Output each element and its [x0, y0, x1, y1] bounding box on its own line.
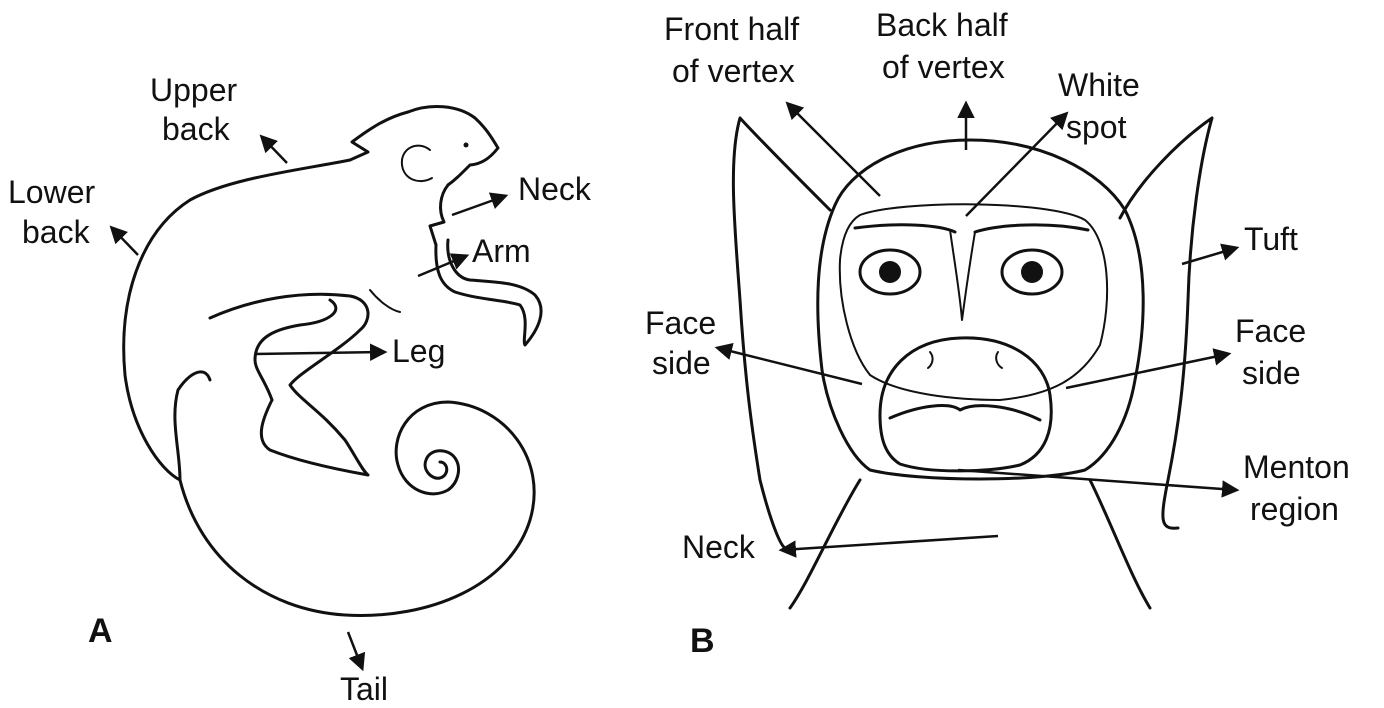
label-face-side-left: Face: [645, 305, 716, 341]
label-upper-back-line2: back: [162, 111, 231, 147]
label-face-side-right: Face: [1235, 313, 1306, 349]
arrow-face-side-left: [718, 348, 862, 384]
monkey-body-drawing: [124, 106, 541, 615]
label-back-half-vertex-line2: of vertex: [882, 49, 1005, 85]
arrow-leg: [255, 352, 384, 354]
arrow-lower-back: [112, 228, 138, 255]
label-arm: Arm: [472, 233, 531, 269]
label-lower-back: Lower: [8, 174, 96, 210]
label-neck-a: Neck: [518, 171, 592, 207]
label-front-half-vertex-line2: of vertex: [672, 53, 795, 89]
label-neck-b: Neck: [682, 529, 756, 565]
arrow-white-spot: [966, 114, 1066, 216]
label-upper-back: Upper: [150, 72, 238, 108]
label-tuft: Tuft: [1244, 221, 1298, 257]
panel-a: Upper back Lower back Neck Arm Leg Tail …: [8, 72, 592, 707]
label-front-half-vertex: Front half: [664, 11, 799, 47]
label-white-spot: White: [1058, 67, 1140, 103]
label-menton-region-line2: region: [1250, 491, 1339, 527]
label-menton-region: Menton: [1243, 449, 1350, 485]
panel-b: Front half of vertex Back half of vertex…: [645, 7, 1350, 660]
arrow-tail: [348, 632, 362, 668]
label-leg: Leg: [392, 333, 445, 369]
label-face-side-right-line2: side: [1242, 355, 1301, 391]
panel-b-letter: B: [690, 622, 715, 660]
arrow-neck-a: [452, 196, 505, 215]
label-white-spot-line2: spot: [1066, 109, 1127, 145]
label-face-side-left-line2: side: [652, 345, 711, 381]
arrow-upper-back: [262, 137, 287, 163]
label-tail: Tail: [340, 671, 388, 707]
label-lower-back-line2: back: [22, 214, 91, 250]
panel-a-letter: A: [88, 612, 113, 650]
label-back-half-vertex: Back half: [876, 7, 1008, 43]
arrow-neck-b: [782, 536, 998, 550]
monkey-face-drawing: [733, 118, 1212, 608]
